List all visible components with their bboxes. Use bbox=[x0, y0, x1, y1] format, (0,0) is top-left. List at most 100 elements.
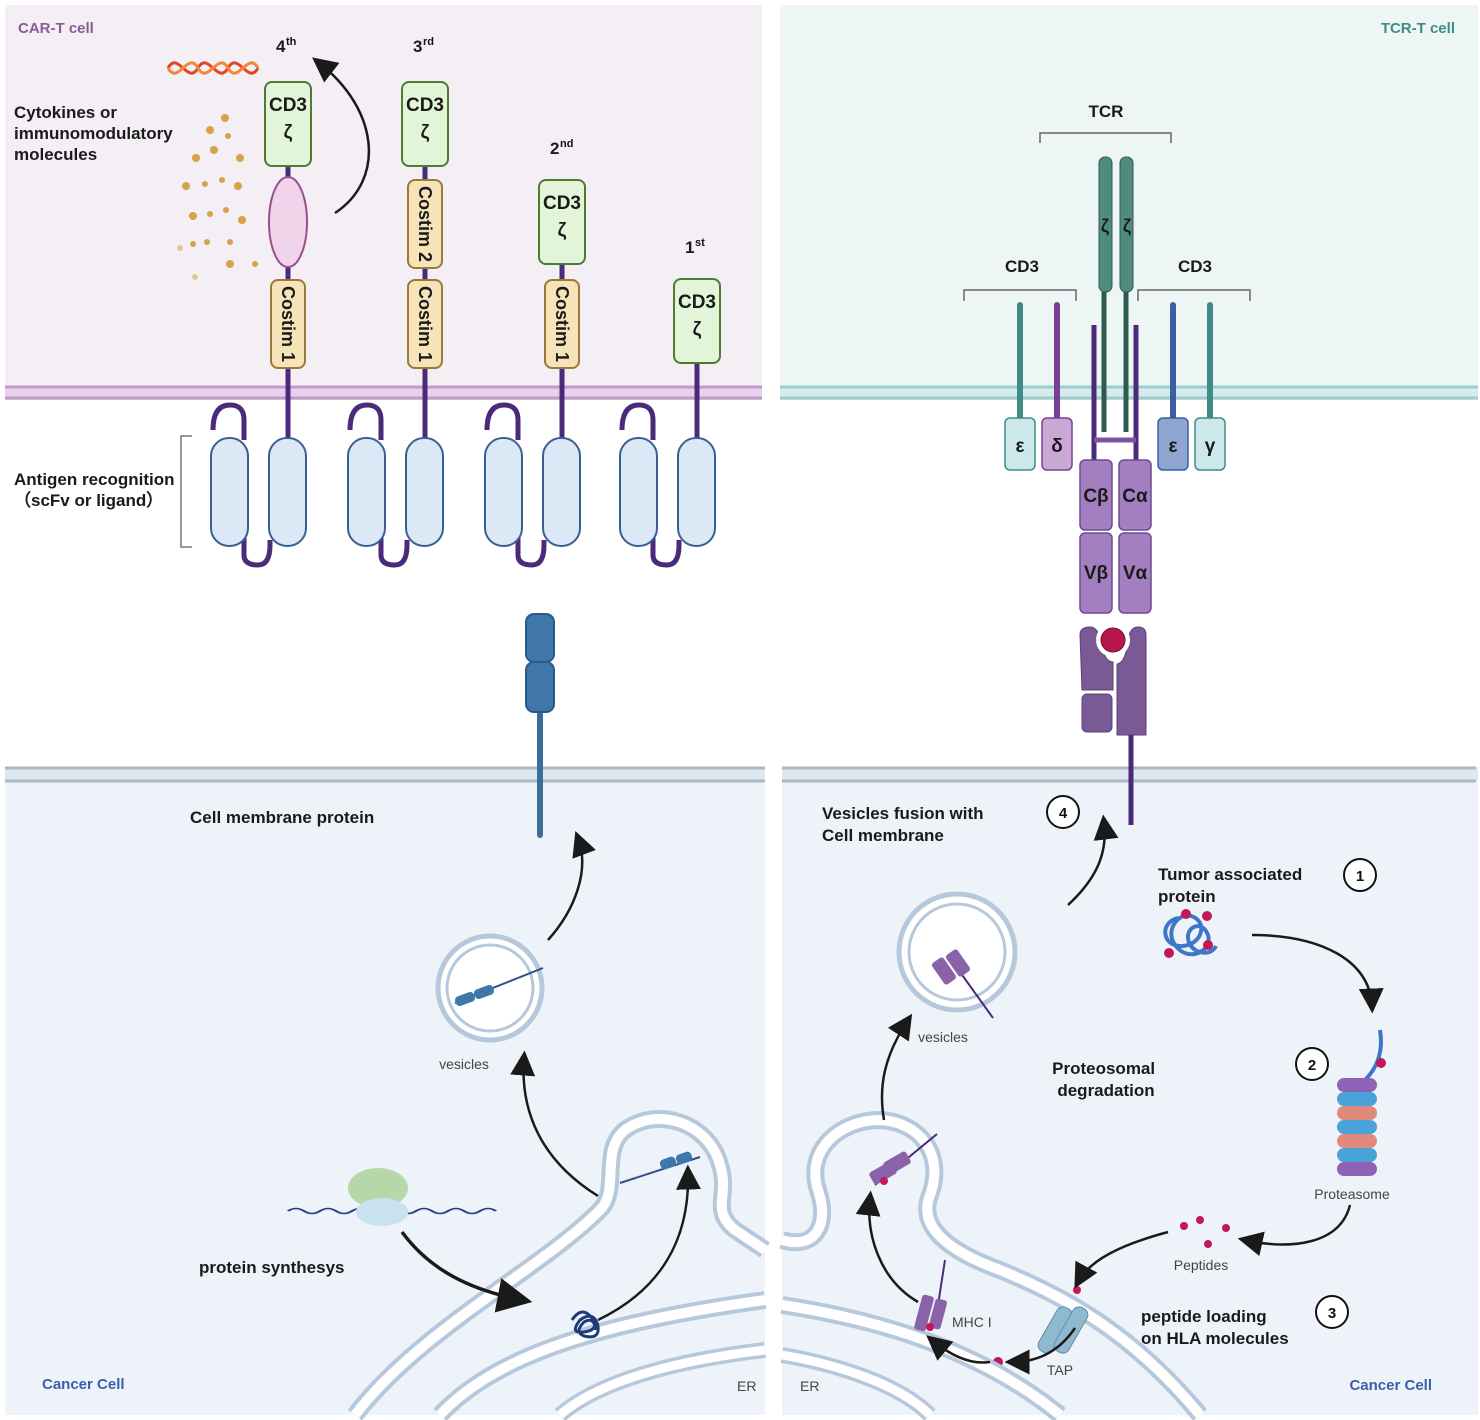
cell-membrane-protein bbox=[525, 613, 555, 838]
tcr-domain-label: Vα bbox=[1123, 563, 1148, 584]
proteosomal-degradation-label: Proteosomal degradation bbox=[1052, 1059, 1160, 1100]
costim-label: Costim 1 bbox=[415, 286, 435, 362]
cd3-zeta-domain bbox=[401, 81, 449, 167]
svg-text:ζ: ζ bbox=[1101, 216, 1109, 237]
scfv-domain bbox=[405, 437, 444, 547]
scfv-domain bbox=[268, 437, 307, 547]
zeta-chains: ζ ζ bbox=[1098, 156, 1134, 432]
dna-icon bbox=[166, 61, 260, 75]
costim-domain bbox=[544, 279, 580, 369]
tcr-t-membrane bbox=[780, 385, 1478, 400]
mhc-label: MHC I bbox=[952, 1314, 992, 1330]
scfv-domain bbox=[347, 437, 386, 547]
vesicle-fusion-label: Vesicles fusion with Cell membrane bbox=[822, 804, 988, 845]
svg-text:2: 2 bbox=[1308, 1057, 1316, 1074]
svg-text:4: 4 bbox=[1059, 805, 1068, 822]
cell-membrane-protein-label: Cell membrane protein bbox=[190, 808, 374, 827]
costim-label: Costim 1 bbox=[552, 286, 572, 362]
cd3-chain-domain bbox=[1194, 417, 1226, 471]
cd3-chain-label: δ bbox=[1051, 436, 1063, 457]
cd3-label: CD3 bbox=[269, 95, 307, 116]
zeta-label: ζ bbox=[558, 220, 567, 241]
tcr-domain-label: Vβ bbox=[1084, 563, 1108, 584]
cytokine-molecules bbox=[177, 114, 258, 280]
tumor-protein-label: Tumor associated protein bbox=[1158, 865, 1307, 906]
cancer-cell-right-title: Cancer Cell bbox=[1349, 1377, 1432, 1394]
generation-label: 1 bbox=[685, 238, 694, 257]
step-2-badge: 2 bbox=[1295, 1047, 1329, 1081]
svg-text:ζ: ζ bbox=[1123, 216, 1131, 237]
cancer-cell-left-title: Cancer Cell bbox=[42, 1376, 125, 1393]
tcr-label: TCR bbox=[1089, 102, 1124, 121]
left-pathway-arrows bbox=[400, 830, 702, 1322]
costim-domain bbox=[407, 279, 443, 369]
generation-label: 3 bbox=[413, 37, 422, 56]
tcr-domain bbox=[1118, 532, 1152, 614]
costim-label: Costim 1 bbox=[278, 286, 298, 362]
cd3-zeta-domain bbox=[538, 179, 586, 265]
scfv-domain bbox=[210, 437, 249, 547]
tcr-t-cell-title: TCR-T cell bbox=[1381, 20, 1455, 37]
zeta-label: ζ bbox=[284, 122, 293, 143]
cd3-zeta-domain bbox=[673, 278, 721, 364]
mhc-er-icon bbox=[914, 1259, 948, 1332]
car-t-cell-title: CAR-T cell bbox=[18, 20, 94, 37]
immunomodulatory-domain bbox=[268, 176, 308, 268]
cd3-label: CD3 bbox=[406, 95, 444, 116]
zeta-label: ζ bbox=[693, 319, 702, 340]
costim-label: Costim 2 bbox=[415, 186, 435, 262]
cd3-right-label: CD3 bbox=[1178, 257, 1212, 276]
tap-label: TAP bbox=[1047, 1362, 1073, 1378]
vesicles-right-label: vesicles bbox=[918, 1029, 968, 1045]
vesicle-right bbox=[896, 891, 1018, 1019]
mhc-peptide-complex-surface bbox=[1079, 623, 1147, 825]
er-right-label: ER bbox=[800, 1378, 819, 1394]
generation-suffix: rd bbox=[423, 36, 434, 48]
tcr-domain-label: Cα bbox=[1122, 486, 1148, 507]
cd3-chain-domain bbox=[1041, 417, 1073, 471]
vesicles-left-label: vesicles bbox=[439, 1056, 489, 1072]
generation-suffix: nd bbox=[560, 138, 573, 150]
er-left-label: ER bbox=[737, 1378, 756, 1394]
scfv-domain bbox=[619, 437, 658, 547]
cd3-left-label: CD3 bbox=[1005, 257, 1039, 276]
svg-text:1: 1 bbox=[1356, 868, 1364, 885]
cancer-membrane-left bbox=[5, 766, 765, 783]
scfv-linker bbox=[619, 402, 682, 568]
tcr-domain bbox=[1118, 459, 1152, 531]
cd3-right-bracket bbox=[1137, 289, 1251, 301]
scfv-linker bbox=[484, 402, 547, 568]
right-pathway-arrows bbox=[855, 814, 1384, 1375]
peptide-loading-label: peptide loading on HLA molecules bbox=[1141, 1307, 1289, 1348]
cd3-chain-label: ε bbox=[1015, 436, 1024, 457]
scfv-linker bbox=[210, 402, 273, 568]
cd3-chain-label: γ bbox=[1205, 436, 1216, 457]
generation-suffix: th bbox=[286, 36, 297, 48]
mhc-er-budding bbox=[869, 1133, 938, 1186]
tcr-domain bbox=[1079, 532, 1113, 614]
svg-text:3: 3 bbox=[1328, 1305, 1336, 1322]
proteasome-label: Proteasome bbox=[1314, 1186, 1390, 1202]
protein-synthesis-label: protein synthesys bbox=[199, 1258, 345, 1277]
proteasome-icon bbox=[1337, 1029, 1386, 1176]
cytokines-label: Cytokines or immunomodulatory molecules bbox=[14, 103, 177, 164]
zeta-label: ζ bbox=[421, 122, 430, 143]
cd3-chain-label: ε bbox=[1168, 436, 1177, 457]
car-t-cell-region bbox=[5, 5, 762, 390]
er-left bbox=[347, 1110, 770, 1420]
costim-domain bbox=[270, 279, 306, 369]
cd3-chain-domain bbox=[1157, 417, 1189, 471]
generation-suffix: st bbox=[695, 237, 705, 249]
step-1-badge: 1 bbox=[1343, 858, 1377, 892]
car-t-membrane bbox=[5, 385, 762, 400]
generation-label: 4 bbox=[276, 37, 286, 56]
tcr-alpha-beta-stalks bbox=[1091, 325, 1139, 462]
step-4-badge: 4 bbox=[1046, 795, 1080, 829]
step-3-badge: 3 bbox=[1315, 1295, 1349, 1329]
vesicle-left bbox=[435, 933, 545, 1043]
